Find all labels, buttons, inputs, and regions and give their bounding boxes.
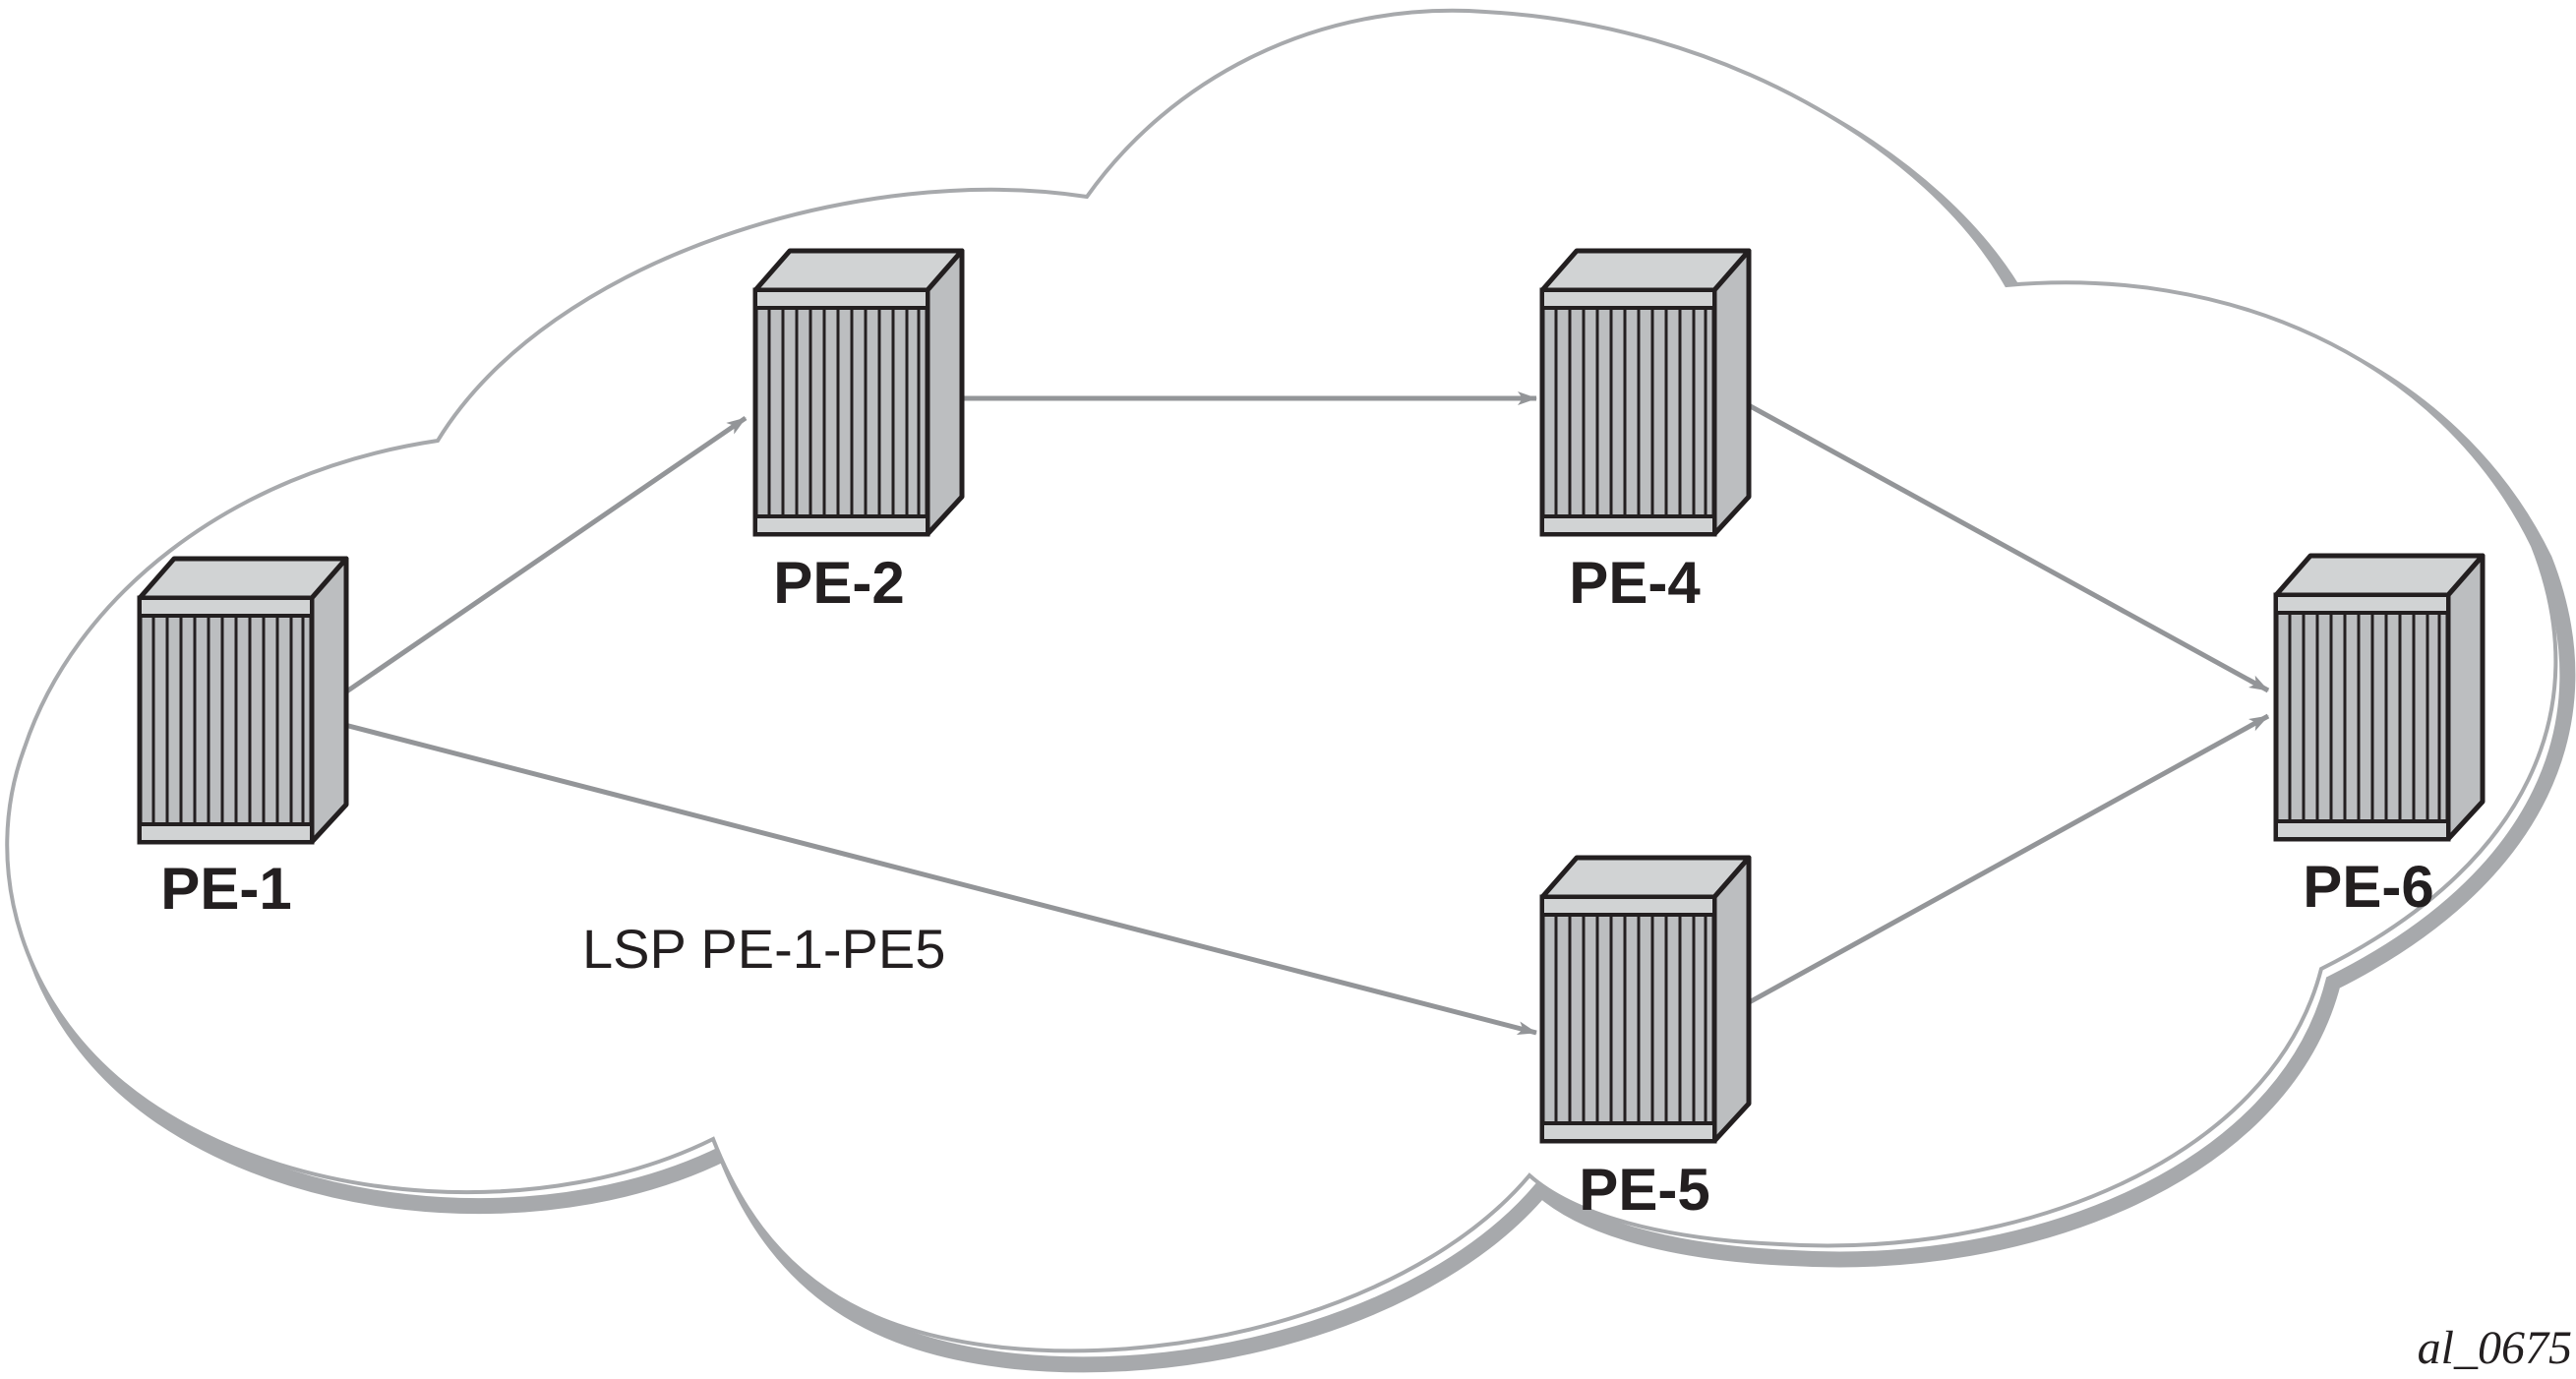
lsp-label: LSP PE-1-PE5 <box>582 918 945 980</box>
router-pe6: PE-6 <box>2276 556 2483 920</box>
router-pe6-label: PE-6 <box>2303 854 2433 920</box>
figure-id: al_0675 <box>2418 1322 2572 1374</box>
router-pe1: PE-1 <box>140 559 346 922</box>
router-pe5-icon <box>1542 858 1749 1141</box>
router-pe2-label: PE-2 <box>773 550 904 616</box>
router-pe1-icon <box>140 559 346 842</box>
link-pe4-pe6 <box>1734 395 2270 693</box>
router-pe1-label: PE-1 <box>160 856 291 922</box>
links <box>328 391 2270 1036</box>
link-pe5-pe6 <box>1731 713 2270 1014</box>
router-pe2-icon <box>755 251 962 534</box>
router-pe4-icon <box>1542 251 1749 534</box>
router-pe4: PE-4 <box>1542 251 1749 616</box>
router-pe5-label: PE-5 <box>1579 1157 1709 1223</box>
cloud-boundary <box>5 8 2558 1353</box>
router-pe6-icon <box>2276 556 2483 839</box>
router-pe5: PE-5 <box>1542 858 1749 1223</box>
link-pe1-pe2 <box>328 415 748 706</box>
router-pe4-label: PE-4 <box>1569 550 1701 616</box>
link-pe1-pe5 <box>329 718 1537 1036</box>
router-pe2: PE-2 <box>755 251 962 616</box>
